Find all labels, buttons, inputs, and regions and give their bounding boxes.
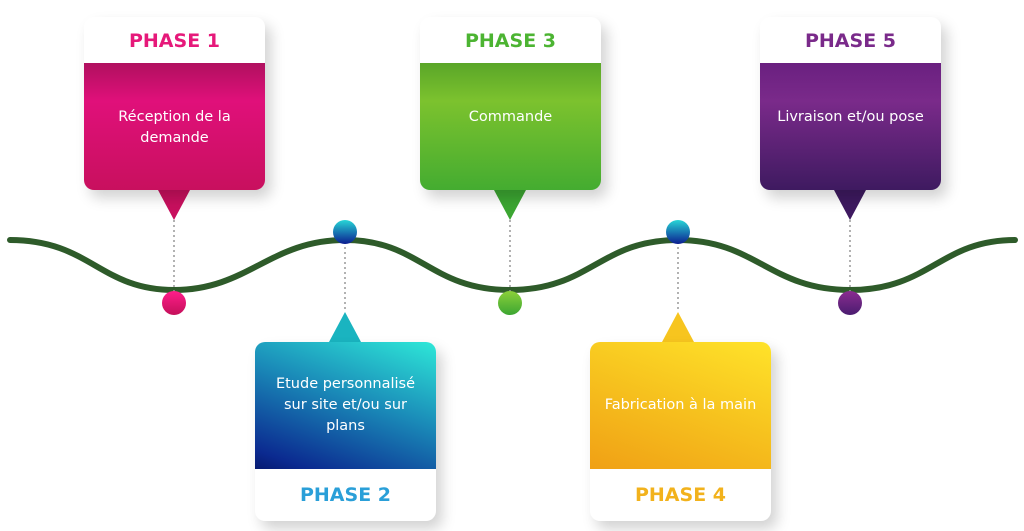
pointer-5 (834, 190, 866, 220)
phase-4-text: Fabrication à la main (590, 342, 771, 469)
phase-2-text: Etude personnalisé sur site et/ou sur pl… (255, 342, 436, 469)
phase-1-text: Réception de la demande (84, 63, 265, 190)
phase-1-card: PHASE 1 Réception de la demande (84, 17, 265, 190)
timeline-line (7, 236, 1018, 294)
dot-4 (666, 220, 690, 244)
phase-3-text: Commande (420, 63, 601, 190)
phase-1-label: PHASE 1 (128, 30, 221, 52)
phase-2-card: Etude personnalisé sur site et/ou sur pl… (255, 342, 436, 521)
phase-3-card: PHASE 3 Commande (420, 17, 601, 190)
pointer-2 (329, 312, 361, 342)
dot-3 (498, 291, 522, 315)
dot-5 (838, 291, 862, 315)
pointer-4 (662, 312, 694, 342)
phase-4-label: PHASE 4 (634, 484, 727, 506)
phase-5-label: PHASE 5 (804, 30, 897, 52)
phase-5-text: Livraison et/ou pose (760, 63, 941, 190)
pointer-1 (158, 190, 190, 220)
dot-1 (162, 291, 186, 315)
phase-3-label: PHASE 3 (464, 30, 557, 52)
pointer-3 (494, 190, 526, 220)
phase-4-card: Fabrication à la main PHASE 4 (590, 342, 771, 521)
phase-2-label: PHASE 2 (299, 484, 392, 506)
phase-5-card: PHASE 5 Livraison et/ou pose (760, 17, 941, 190)
dot-2 (333, 220, 357, 244)
